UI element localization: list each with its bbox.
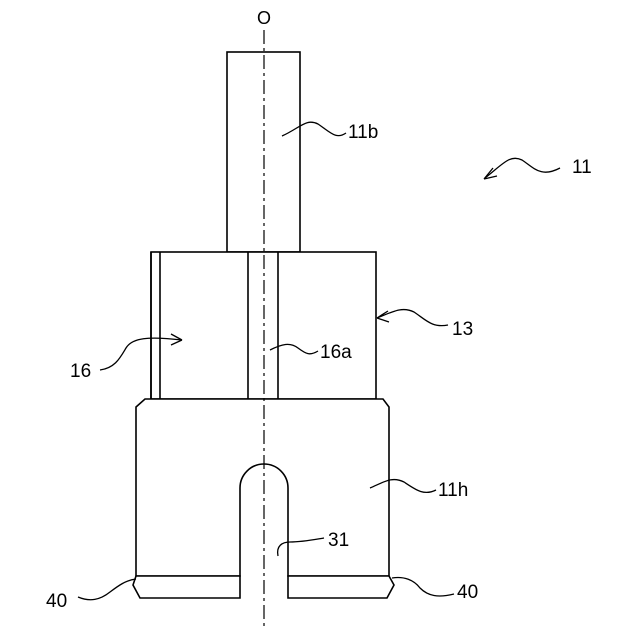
axis-label: O bbox=[257, 8, 271, 28]
label-31: 31 bbox=[328, 530, 349, 551]
label-16a: 16a bbox=[320, 342, 352, 363]
label-11h: 11h bbox=[438, 480, 468, 501]
label-11: 11 bbox=[572, 157, 592, 178]
leader-11 bbox=[485, 158, 560, 178]
flange-40-right bbox=[288, 576, 394, 598]
leader-13-arrowhead bbox=[377, 311, 389, 322]
label-40-right: 40 bbox=[457, 582, 478, 603]
flange-40-left bbox=[133, 576, 240, 598]
leader-40-right bbox=[392, 577, 454, 596]
label-13: 13 bbox=[452, 319, 473, 340]
label-16: 16 bbox=[70, 361, 91, 382]
leader-40-left bbox=[78, 579, 136, 600]
label-40-left: 40 bbox=[46, 591, 67, 612]
label-11b: 11b bbox=[348, 122, 378, 143]
head-11h bbox=[136, 399, 389, 576]
